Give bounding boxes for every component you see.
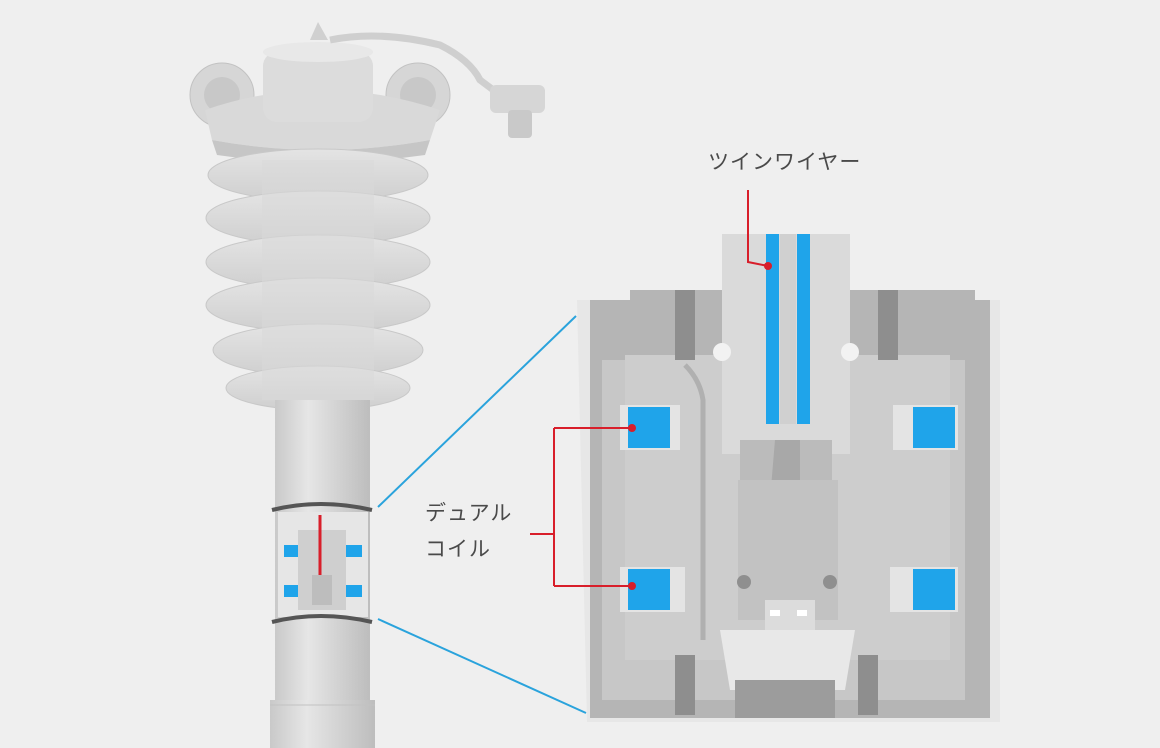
coil-right-lower xyxy=(890,567,958,612)
piston-rod xyxy=(713,234,859,718)
small-cutaway xyxy=(271,502,373,624)
dual-coil-label-line2: コイル xyxy=(425,537,491,561)
top-mount xyxy=(189,22,545,163)
enlarged-cross-section xyxy=(577,234,1000,722)
coil-left-lower xyxy=(620,567,685,612)
twin-wire-label: ツインワイヤー xyxy=(708,150,862,174)
zoom-callout-lines xyxy=(377,315,587,714)
dual-coil-label-line1: デュアル xyxy=(425,501,513,525)
dual-coil-leader xyxy=(530,424,636,590)
coil-spring xyxy=(205,148,431,411)
strut-assembly xyxy=(189,22,545,748)
twin-wire-leader xyxy=(747,190,772,270)
coil-right-upper xyxy=(893,405,958,450)
